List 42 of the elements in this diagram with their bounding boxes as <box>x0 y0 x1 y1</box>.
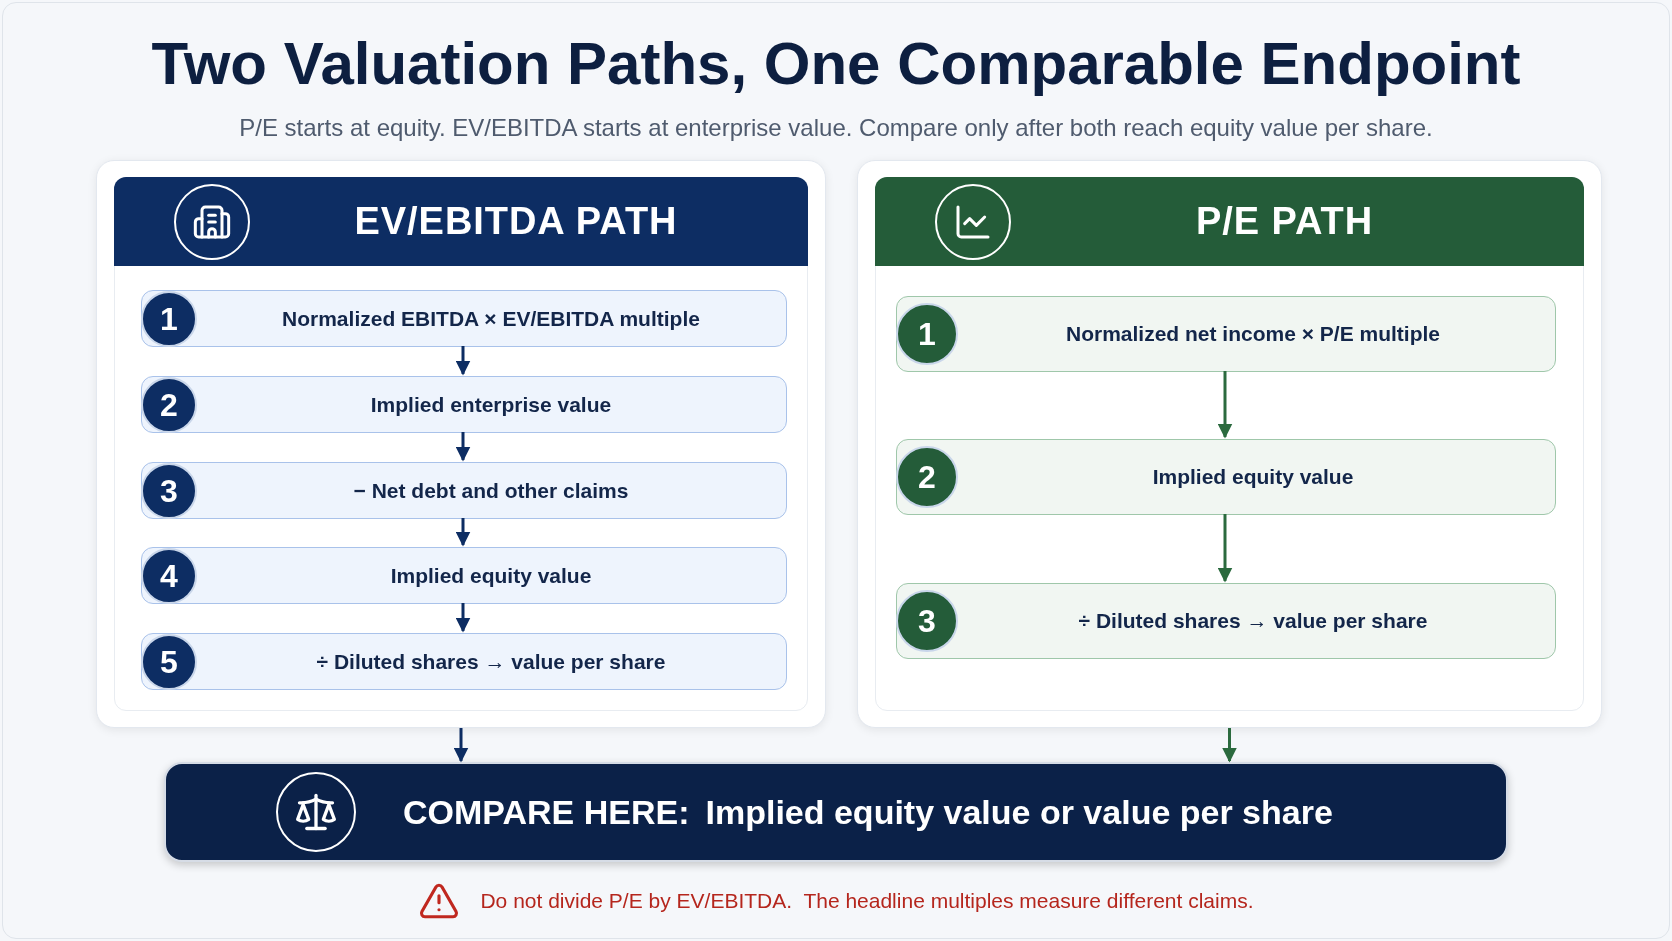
step-number: 1 <box>160 303 178 335</box>
arrow <box>455 603 471 633</box>
step-text: Implied equity value <box>1152 464 1354 491</box>
step-box <box>141 633 787 690</box>
panel-card <box>857 160 1602 728</box>
step-number: 3 <box>918 605 936 637</box>
arrow <box>1217 371 1233 439</box>
panel-card <box>96 160 826 728</box>
step-text: ÷ Diluted shares → value per share <box>1078 608 1428 635</box>
arrow <box>455 432 471 462</box>
step-number: 5 <box>160 646 178 678</box>
step-number: 2 <box>160 389 178 421</box>
arrow <box>453 728 469 763</box>
step-text: Implied equity value <box>390 562 592 589</box>
arrow <box>1222 728 1237 763</box>
step-box <box>896 439 1556 515</box>
arrow <box>455 346 471 376</box>
step-box <box>141 547 787 604</box>
step-box <box>896 296 1556 372</box>
step-box <box>896 583 1556 659</box>
arrow <box>1217 514 1233 583</box>
step-text: Normalized EBITDA × EV/EBITDA multiple <box>282 305 700 332</box>
warning-text: Do not divide P/E by EV/EBITDA. The headline multiples measure different claims. <box>480 888 1254 915</box>
compare-banner <box>164 762 1508 862</box>
title: Two Valuation Paths, One Comparable Endpoint <box>150 29 1522 99</box>
step-text: Normalized net income × P/E multiple <box>1066 321 1440 348</box>
compare-heading: COMPARE HERE: <box>403 791 690 833</box>
arrow <box>455 518 471 547</box>
step-box <box>141 376 787 433</box>
step-number: 3 <box>160 475 178 507</box>
step-box <box>141 462 787 519</box>
step-text: Implied enterprise value <box>370 391 612 418</box>
step-number: 1 <box>918 318 936 350</box>
compare-text: Implied equity value or value per share <box>705 791 1333 833</box>
step-text: ÷ Diluted shares → value per share <box>316 648 666 675</box>
panel-heading: EV/EBITDA PATH <box>353 199 679 244</box>
step-number: 2 <box>918 461 936 493</box>
panel-heading: P/E PATH <box>1194 199 1375 244</box>
step-number: 4 <box>160 560 178 592</box>
subtitle: P/E starts at equity. EV/EBITDA starts at enterprise value. Compare only after both reach equity value per share. <box>238 113 1434 143</box>
step-box <box>141 290 787 347</box>
step-text: − Net debt and other claims <box>353 477 629 504</box>
